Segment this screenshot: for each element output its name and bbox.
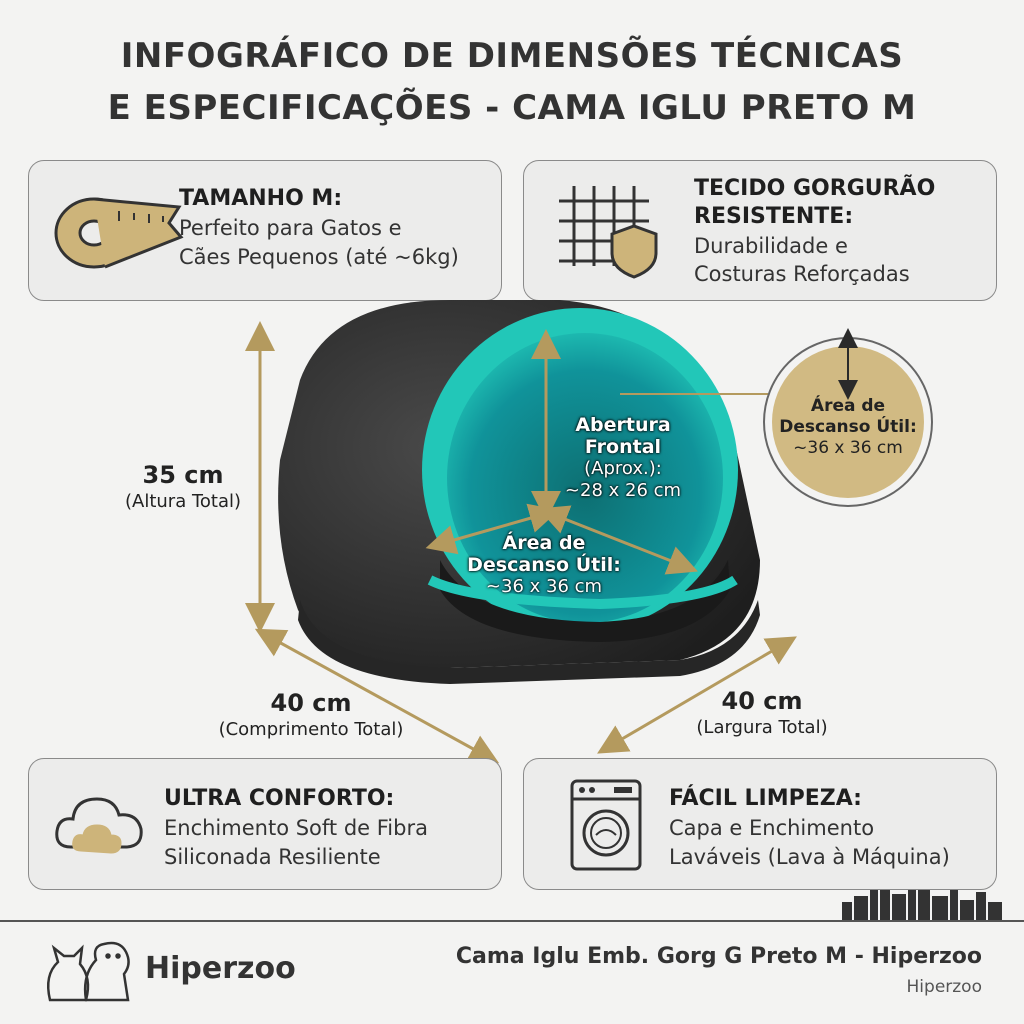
opening-line-4: ~28 x 26 cm [564, 480, 682, 501]
card-size: TAMANHO M: Perfeito para Gatos e Cães Pe… [28, 160, 502, 301]
width-caption: (Largura Total) [696, 717, 828, 738]
rest-area-label: Área de Descanso Útil: ~36 x 36 cm [458, 532, 630, 598]
card-fabric: TECIDO GORGURÃO RESISTENTE: Durabilidade… [523, 160, 997, 301]
card-size-line-1: Perfeito para Gatos e [179, 216, 402, 240]
rest-area-line-3: ~36 x 36 cm [485, 576, 603, 597]
callout-line-2: Descanso Útil: [779, 417, 917, 437]
card-size-heading: TAMANHO M: [179, 186, 343, 211]
callout-line-3: ~36 x 36 cm [793, 438, 903, 458]
length-value: 40 cm [270, 689, 352, 717]
callout-line-1: Área de [810, 396, 886, 416]
height-caption: (Altura Total) [124, 491, 241, 512]
page-title: INFOGRÁFICO DE DIMENSÕES TÉCNICAS E ESPE… [0, 30, 1024, 134]
card-size-line-2: Cães Pequenos (até ~6kg) [179, 245, 459, 269]
card-fabric-heading-1: TECIDO GORGURÃO [694, 176, 936, 201]
width-label: 40 cm (Largura Total) [672, 686, 852, 740]
rest-area-callout-label: Área de Descanso Útil: ~36 x 36 cm [772, 396, 924, 459]
title-line-2: E ESPECIFICAÇÕES - CAMA IGLU PRETO M [107, 88, 917, 128]
rest-area-callout-circle [763, 328, 933, 507]
opening-line-2: Frontal [584, 436, 662, 458]
card-fabric-heading-2: RESISTENTE: [694, 204, 854, 229]
brand-name: Hiperzoo [145, 951, 296, 986]
cloud-icon [55, 797, 143, 854]
card-cleaning-line-1: Capa e Enchimento [669, 816, 875, 840]
card-cleaning-line-2: Laváveis (Lava à Máquina) [669, 845, 950, 869]
rest-area-line-1: Área de [502, 532, 586, 554]
washing-machine-icon [570, 779, 642, 871]
card-comfort-line-1: Enchimento Soft de Fibra [164, 816, 428, 840]
title-line-1: INFOGRÁFICO DE DIMENSÕES TÉCNICAS [120, 36, 904, 76]
opening-line-1: Abertura [575, 414, 671, 436]
height-label: 35 cm (Altura Total) [108, 460, 258, 514]
woven-fabric-shield-icon [559, 186, 658, 279]
card-cleaning: FÁCIL LIMPEZA: Capa e Enchimento Lavávei… [523, 758, 997, 890]
opening-label: Abertura Frontal (Aprox.): ~28 x 26 cm [548, 414, 698, 502]
card-fabric-line-1: Durabilidade e [694, 234, 848, 258]
product-title: Cama Iglu Emb. Gorg G Preto M - Hiperzoo [455, 944, 982, 969]
card-comfort-line-2: Siliconada Resiliente [164, 845, 381, 869]
card-comfort-heading: ULTRA CONFORTO: [164, 786, 395, 811]
measuring-tape-icon [54, 197, 184, 269]
cat-dog-outline-icon [47, 941, 130, 1002]
height-value: 35 cm [142, 461, 224, 489]
length-label: 40 cm (Comprimento Total) [196, 688, 426, 742]
product-subtitle: Hiperzoo [906, 977, 982, 997]
length-caption: (Comprimento Total) [218, 719, 404, 740]
opening-line-3: (Aprox.): [584, 458, 662, 479]
rest-area-line-2: Descanso Útil: [467, 554, 621, 576]
card-fabric-line-2: Costuras Reforçadas [694, 262, 910, 286]
card-cleaning-heading: FÁCIL LIMPEZA: [669, 786, 862, 811]
footer-divider [0, 920, 1024, 922]
card-comfort: ULTRA CONFORTO: Enchimento Soft de Fibra… [28, 758, 502, 890]
width-value: 40 cm [721, 687, 803, 715]
